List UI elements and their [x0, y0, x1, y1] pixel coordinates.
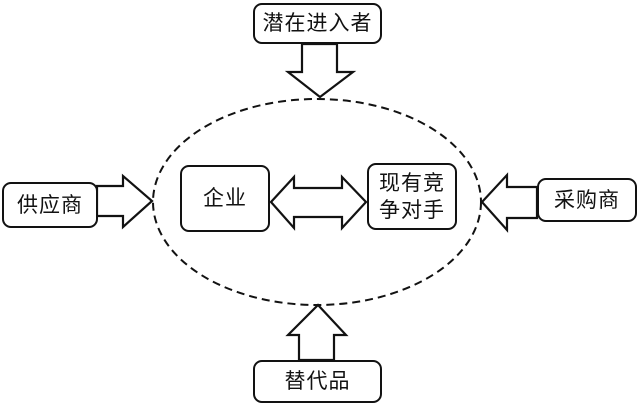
node-substitutes: 替代品	[253, 360, 382, 403]
block-arrow-up-icon	[285, 303, 349, 362]
block-arrow-down-icon	[284, 42, 357, 99]
node-potential-entrants-label: 潜在进入者	[262, 11, 373, 36]
node-buyers: 采购商	[537, 178, 637, 222]
node-existing-competitors: 现有竞 争对手	[367, 163, 457, 230]
node-existing-competitors-label-line1: 现有竞	[379, 171, 445, 196]
block-arrow-left-icon	[480, 172, 539, 233]
node-suppliers-label: 供应商	[17, 192, 83, 217]
node-buyers-label: 采购商	[554, 187, 620, 212]
block-arrow-double-horizontal-icon	[269, 174, 368, 231]
node-potential-entrants: 潜在进入者	[253, 3, 382, 44]
node-substitutes-label: 替代品	[284, 369, 351, 394]
node-suppliers: 供应商	[2, 182, 98, 228]
node-enterprise-label: 企业	[203, 186, 247, 211]
block-arrow-right-icon	[95, 173, 154, 230]
node-enterprise: 企业	[180, 165, 270, 232]
node-existing-competitors-label-line2: 争对手	[379, 197, 445, 222]
